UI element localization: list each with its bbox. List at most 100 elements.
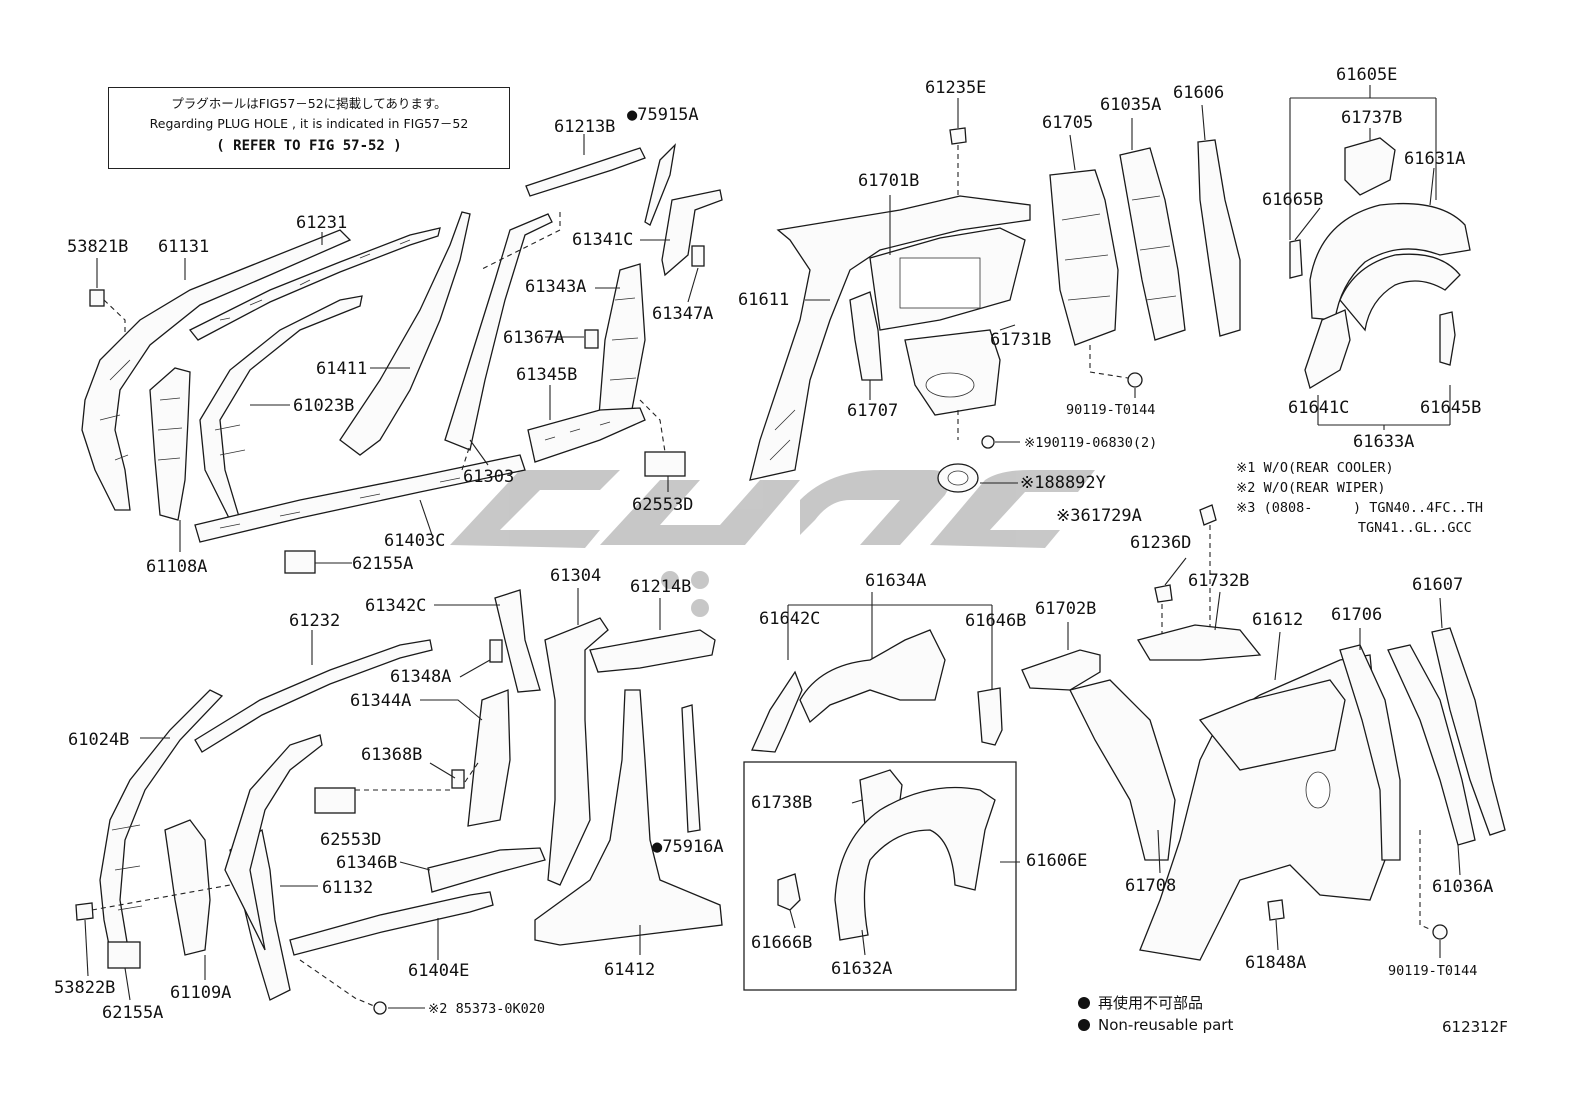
legend-jp-text: 再使用不可部品 — [1098, 994, 1204, 1012]
part-61642C — [751, 670, 803, 753]
part-62553D-top — [644, 451, 686, 477]
part-61607 — [1431, 627, 1506, 836]
leaders-bottom-right — [1067, 557, 1461, 958]
part-190119-06830 — [981, 435, 995, 449]
part-61412 — [534, 689, 723, 946]
label-61705: 61705 — [1042, 113, 1093, 133]
label-61213B: 61213B — [554, 117, 615, 137]
label-61024B: 61024B — [68, 730, 129, 750]
label-61412: 61412 — [604, 960, 655, 980]
wheel-housing-group — [1289, 85, 1471, 430]
label-61642C: 61642C — [759, 609, 820, 629]
part-61231 — [188, 227, 441, 341]
leaders-bottom-left — [84, 604, 500, 1009]
label-61611: 61611 — [738, 290, 789, 310]
label-61634A: 61634A — [865, 571, 926, 591]
rear-quarter-inner-group — [749, 127, 1031, 493]
label-61633A: 61633A — [1353, 432, 1414, 452]
part-85373-0K020 — [373, 1001, 387, 1015]
part-61341C — [661, 189, 723, 277]
label-61632A: 61632A — [831, 959, 892, 979]
label-61606: 61606 — [1173, 83, 1224, 103]
label-61738B: 61738B — [751, 793, 812, 813]
label-90119-T0144-bottom: 90119-T0144 — [1388, 963, 1477, 979]
part-61731B-area — [904, 329, 1001, 416]
part-61036A — [1387, 644, 1476, 846]
sub-assembly-box — [743, 761, 1017, 991]
label-61666B: 61666B — [751, 933, 812, 953]
label-62155A-top: 62155A — [352, 554, 413, 574]
label-62553D-top: 62553D — [632, 495, 693, 515]
leaders-far-right — [1294, 128, 1435, 241]
label-61109A: 61109A — [170, 983, 231, 1003]
part-61612-window — [1198, 679, 1346, 771]
label-61232: 61232 — [289, 611, 340, 631]
label-61645B: 61645B — [1420, 398, 1481, 418]
label-61707: 61707 — [847, 401, 898, 421]
part-61404E — [289, 891, 494, 956]
part-62553D-bottom — [314, 787, 356, 814]
notice-english: Regarding PLUG HOLE , it is indicated in… — [149, 116, 469, 131]
part-labels: 53821B 61131 61231 61411 61023B 61108A 6… — [54, 65, 1493, 1023]
part-61348A — [489, 639, 503, 663]
label-61236D: 61236D — [1130, 533, 1191, 553]
part-61611 — [749, 195, 1031, 481]
figure-code: 612312F — [1442, 1018, 1508, 1036]
part-61666B — [777, 873, 801, 911]
part-61235E — [949, 127, 967, 145]
label-85373-0K020: ※2 85373-0K020 — [428, 1001, 545, 1017]
leaders-top-left — [96, 134, 699, 564]
label-61346B: 61346B — [336, 853, 397, 873]
label-61304: 61304 — [550, 566, 601, 586]
label-61729A: ※361729A — [1056, 506, 1142, 526]
label-61708: 61708 — [1125, 876, 1176, 896]
part-61304 — [544, 617, 609, 886]
label-61131: 61131 — [158, 237, 209, 257]
label-53821B: 53821B — [67, 237, 128, 257]
label-90119-T0144-top: 90119-T0144 — [1066, 402, 1155, 418]
label-62553D-bottom: 62553D — [320, 830, 381, 850]
label-62155A-bottom: 62155A — [102, 1003, 163, 1023]
footnote-2: ※2 W/O(REAR WIPER) — [1236, 480, 1386, 496]
part-61345B — [527, 407, 646, 463]
label-61631A: 61631A — [1404, 149, 1465, 169]
outer-quarter-group — [1021, 584, 1506, 961]
part-61729A — [1199, 504, 1217, 526]
part-61344A — [467, 689, 511, 827]
label-61848A: 61848A — [1245, 953, 1306, 973]
part-61645B — [1439, 311, 1456, 366]
part-61236D — [1154, 584, 1173, 603]
label-190119-06830: ※190119-06830(2) — [1024, 435, 1157, 451]
label-61035A: 61035A — [1100, 95, 1161, 115]
label-61348A: 61348A — [390, 667, 451, 687]
label-61641C: 61641C — [1288, 398, 1349, 418]
part-61403C — [194, 454, 526, 543]
legend-en-text: Non-reusable part — [1098, 1016, 1234, 1034]
center-pillar-group — [534, 617, 723, 946]
rear-pillar-group — [1049, 139, 1241, 388]
label-61606E: 61606E — [1026, 851, 1087, 871]
label-61132: 61132 — [322, 878, 373, 898]
part-61634A — [799, 629, 946, 724]
label-188892Y: ※188892Y — [1020, 473, 1106, 493]
part-61131 — [81, 229, 352, 511]
part-61412-pillar — [224, 734, 323, 951]
label-61612: 61612 — [1252, 610, 1303, 630]
footnote-3b: TGN41..GL..GCC — [1236, 520, 1472, 536]
part-61411 — [339, 211, 471, 456]
label-53822B: 53822B — [54, 978, 115, 998]
legend-english: Non-reusable part — [1078, 1016, 1233, 1034]
notice-japanese: プラグホールはFIG57－52に掲載してあります。 — [171, 96, 447, 111]
label-61108A: 61108A — [146, 557, 207, 577]
label-61368B: 61368B — [361, 745, 422, 765]
part-75916A — [681, 704, 701, 833]
part-61368B — [451, 769, 465, 789]
label-61343A: 61343A — [525, 277, 586, 297]
part-61343A — [597, 263, 646, 429]
part-90119-T0144-bottom — [1432, 924, 1448, 940]
label-61702B: 61702B — [1035, 599, 1096, 619]
part-90119-T0144-top — [1127, 372, 1143, 388]
leaders-top-middle — [805, 98, 1020, 484]
part-61342C — [494, 589, 541, 693]
